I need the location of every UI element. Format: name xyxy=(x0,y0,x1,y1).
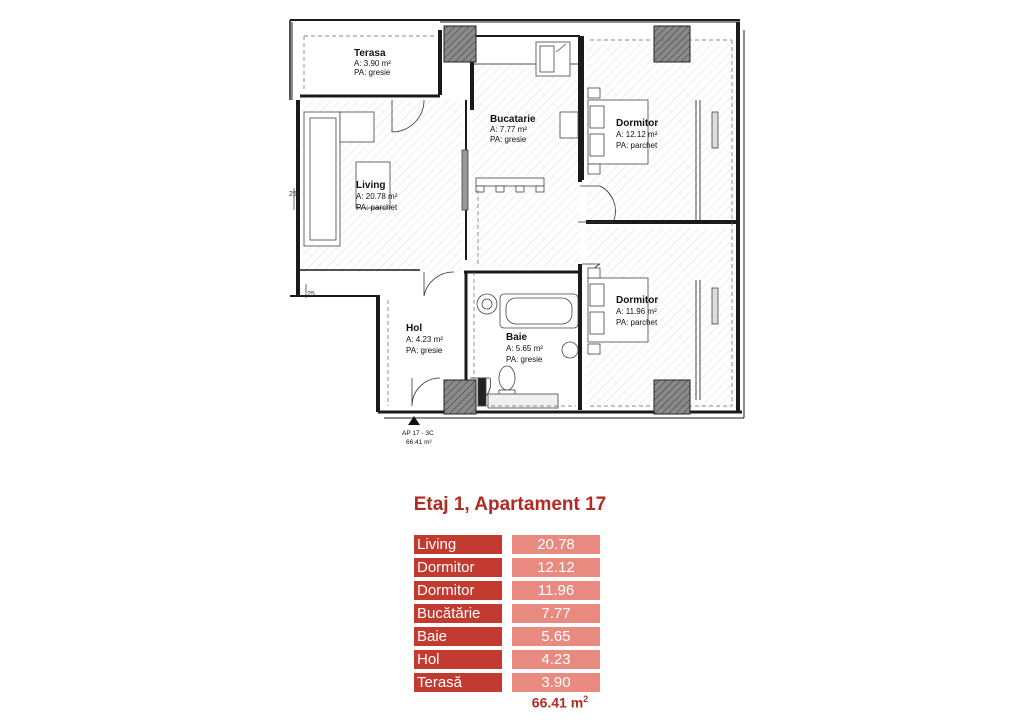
room-floor: PA: gresie xyxy=(406,346,443,355)
table-row: Bucătărie 7.77 xyxy=(414,604,600,623)
room-name: Terasa xyxy=(354,48,386,59)
room-label-baie: Baie A: 5.65 m² PA: gresie xyxy=(506,332,543,364)
dashed-lines xyxy=(303,35,733,407)
room-name: Dormitor xyxy=(616,118,658,129)
room-floor: PA: parchet xyxy=(356,203,398,212)
room-area: A: 12.12 m² xyxy=(616,130,658,139)
room-label-hol: Hol A: 4.23 m² PA: gresie xyxy=(406,323,443,355)
table-row: Dormitor 11.96 xyxy=(414,581,600,600)
room-floor: PA: parchet xyxy=(616,141,658,150)
dimension-label: 25 xyxy=(289,191,297,198)
room-label-dormitor-1: Dormitor A: 12.12 m² PA: parchet xyxy=(616,118,658,150)
table-row: Terasă 3.90 xyxy=(414,673,600,692)
room-area: A: 3.90 m² xyxy=(354,59,391,68)
table-row: Dormitor 12.12 xyxy=(414,558,600,577)
furniture xyxy=(303,41,719,409)
room-area: A: 7.77 m² xyxy=(490,125,527,134)
room-label-terasa: Terasa A: 3.90 m² PA: gresie xyxy=(354,48,391,77)
room-area: A: 11.96 m² xyxy=(616,307,657,316)
room-area-cell: 7.77 xyxy=(512,604,600,623)
room-area: A: 4.23 m² xyxy=(406,335,443,344)
room-name-cell: Bucătărie xyxy=(414,604,502,623)
room-name: Baie xyxy=(506,332,528,343)
room-name-cell: Terasă xyxy=(414,673,502,692)
room-name: Bucatarie xyxy=(490,114,536,125)
room-name-cell: Hol xyxy=(414,650,502,669)
dimension-marks: 25 25 xyxy=(289,188,315,298)
room-name-cell: Dormitor xyxy=(414,558,502,577)
total-area: 66.41 m2 xyxy=(470,694,650,711)
room-label-dormitor-2: Dormitor A: 11.96 m² PA: parchet xyxy=(616,295,658,327)
room-label-bucatarie: Bucatarie A: 7.77 m² PA: gresie xyxy=(490,114,536,144)
entrance-label: AP 17 - 3C xyxy=(402,430,434,437)
corridor-floor xyxy=(472,180,580,266)
room-floor: PA: gresie xyxy=(506,355,543,364)
room-name: Dormitor xyxy=(616,295,658,306)
room-name-cell: Baie xyxy=(414,627,502,646)
room-area-cell: 3.90 xyxy=(512,673,600,692)
room-area-cell: 20.78 xyxy=(512,535,600,554)
summary-title: Etaj 1, Apartament 17 xyxy=(413,494,607,515)
room-area-cell: 12.12 xyxy=(512,558,600,577)
total-area-value: 66.41 m xyxy=(531,694,584,711)
column xyxy=(653,25,691,63)
room-name-cell: Dormitor xyxy=(414,581,502,600)
room-name: Living xyxy=(356,180,385,191)
column xyxy=(443,25,477,63)
room-floor: PA: gresie xyxy=(354,68,391,77)
room-floor: PA: parchet xyxy=(616,318,658,327)
room-floor: PA: gresie xyxy=(490,135,527,144)
table-row: Hol 4.23 xyxy=(414,650,600,669)
room-name: Hol xyxy=(406,323,422,334)
table-row: Living 20.78 xyxy=(414,535,600,554)
floor-plan: 25 25 Terasa A: 3.90 m² PA: gresie Bucat… xyxy=(289,19,745,446)
entrance-area: 66.41 m² xyxy=(406,439,432,446)
column xyxy=(443,379,477,415)
entrance-marker: AP 17 - 3C 66.41 m² xyxy=(402,416,434,446)
room-area: A: 20.78 m² xyxy=(356,192,398,201)
total-area-unit-exponent: 2 xyxy=(583,694,589,704)
dimension-label: 25 xyxy=(307,291,315,298)
entrance-arrow-icon xyxy=(408,416,420,425)
room-area-cell: 5.65 xyxy=(512,627,600,646)
column xyxy=(653,379,691,415)
room-label-living: Living A: 20.78 m² PA: parchet xyxy=(356,180,398,212)
table-row: Baie 5.65 xyxy=(414,627,600,646)
room-area: A: 5.65 m² xyxy=(506,344,543,353)
room-name-cell: Living xyxy=(414,535,502,554)
room-area-cell: 11.96 xyxy=(512,581,600,600)
room-area-cell: 4.23 xyxy=(512,650,600,669)
